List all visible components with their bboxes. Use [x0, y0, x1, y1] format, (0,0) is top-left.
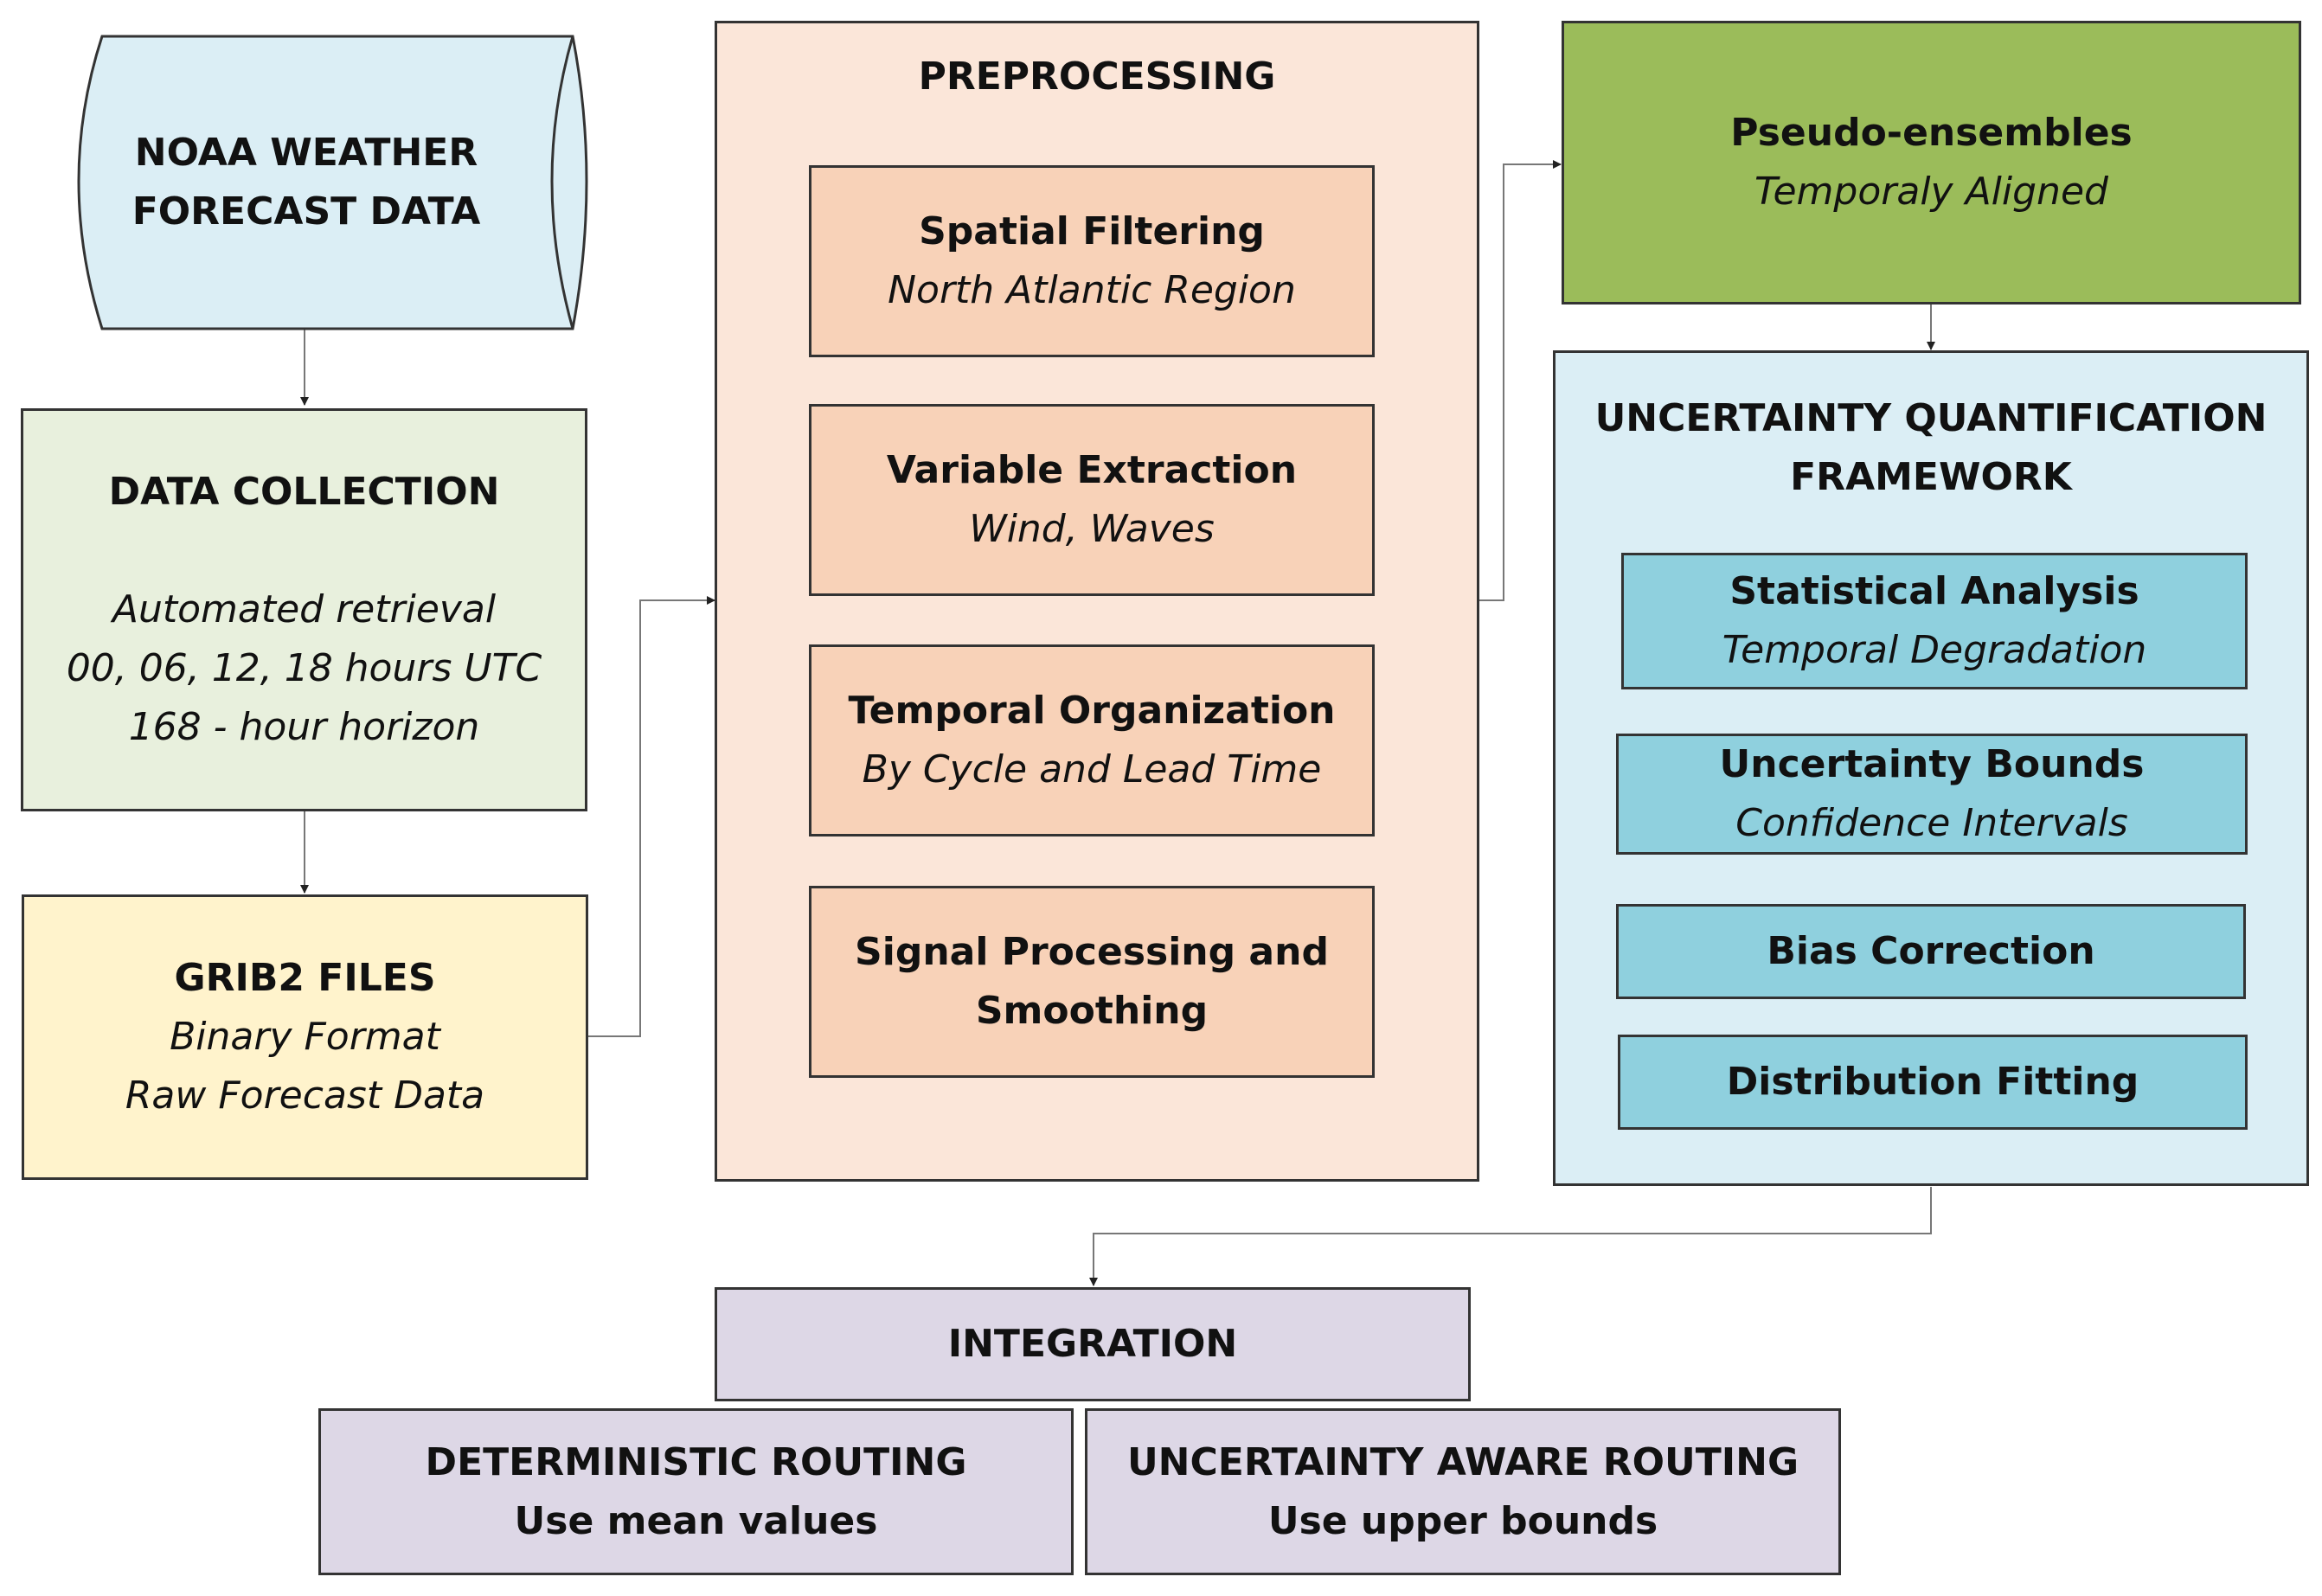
grib2-files-box: GRIB2 FILES Binary Format Raw Forecast D… [22, 894, 588, 1180]
data-collection-line1: Automated retrieval [112, 587, 497, 631]
step-title-line2: Smoothing [975, 989, 1209, 1033]
step-signal-processing: Signal Processing and Smoothing [809, 886, 1375, 1078]
uq-item-title: Uncertainty Bounds [1719, 742, 2145, 786]
data-collection-title: DATA COLLECTION [108, 470, 500, 514]
step-title: Spatial Filtering [919, 209, 1265, 253]
uq-bias-correction: Bias Correction [1616, 904, 2246, 999]
uncertainty-aware-title: UNCERTAINTY AWARE ROUTING [1126, 1439, 1799, 1484]
uq-item-title: Distribution Fitting [1726, 1060, 2139, 1104]
deterministic-routing-box: DETERMINISTIC ROUTING Use mean values [318, 1408, 1074, 1575]
arrow-grib2-to-preprocessing [588, 596, 715, 1037]
step-subtitle: North Atlantic Region [888, 268, 1296, 312]
grib2-title: GRIB2 FILES [174, 956, 436, 1000]
step-title: Variable Extraction [886, 448, 1298, 492]
uq-title-line2: FRAMEWORK [1790, 455, 2072, 499]
data-collection-line3: 168 - hour horizon [128, 705, 480, 749]
step-title: Temporal Organization [848, 689, 1336, 733]
pseudo-ensembles-subtitle: Temporaly Aligned [1754, 170, 2108, 214]
integration-box: INTEGRATION [715, 1287, 1471, 1401]
uq-uncertainty-bounds: Uncertainty Bounds Confidence Intervals [1616, 734, 2248, 855]
uq-title-line1: UNCERTAINTY QUANTIFICATION [1594, 396, 2267, 440]
integration-title: INTEGRATION [947, 1322, 1238, 1366]
uncertainty-aware-subtitle: Use upper bounds [1267, 1498, 1658, 1543]
grib2-line1: Binary Format [170, 1015, 440, 1059]
data-collection-box: DATA COLLECTION Automated retrieval 00, … [21, 408, 587, 811]
step-subtitle: Wind, Waves [969, 507, 1215, 551]
grib2-line2: Raw Forecast Data [125, 1074, 485, 1118]
noaa-data-source: NOAA WEATHER FORECAST DATA [38, 33, 609, 332]
deterministic-subtitle: Use mean values [514, 1498, 878, 1543]
cylinder-shape [77, 35, 588, 330]
deterministic-title: DETERMINISTIC ROUTING [425, 1439, 967, 1484]
step-variable-extraction: Variable Extraction Wind, Waves [809, 404, 1375, 596]
step-spatial-filtering: Spatial Filtering North Atlantic Region [809, 165, 1375, 357]
arrow-uq-to-integration [1089, 1187, 1932, 1286]
uncertainty-aware-routing-box: UNCERTAINTY AWARE ROUTING Use upper boun… [1085, 1408, 1841, 1575]
uq-distribution-fitting: Distribution Fitting [1618, 1035, 2248, 1130]
data-collection-line2: 00, 06, 12, 18 hours UTC [66, 646, 542, 690]
uq-statistical-analysis: Statistical Analysis Temporal Degradatio… [1621, 553, 2248, 689]
preprocessing-title: PREPROCESSING [918, 54, 1276, 99]
pseudo-ensembles-title: Pseudo-ensembles [1730, 111, 2133, 155]
arrow-preprocessing-to-pseudo [1479, 160, 1562, 601]
uq-item-subtitle: Temporal Degradation [1722, 628, 2147, 672]
noaa-title-line2: FORECAST DATA [131, 189, 481, 234]
step-title-line1: Signal Processing and [855, 930, 1329, 974]
step-temporal-organization: Temporal Organization By Cycle and Lead … [809, 644, 1375, 836]
pseudo-ensembles-box: Pseudo-ensembles Temporaly Aligned [1562, 21, 2301, 304]
noaa-title-line1: NOAA WEATHER [134, 131, 478, 175]
uq-item-title: Statistical Analysis [1729, 569, 2139, 613]
uq-item-title: Bias Correction [1767, 929, 2095, 973]
uq-item-subtitle: Confidence Intervals [1735, 801, 2128, 845]
step-subtitle: By Cycle and Lead Time [862, 747, 1322, 792]
